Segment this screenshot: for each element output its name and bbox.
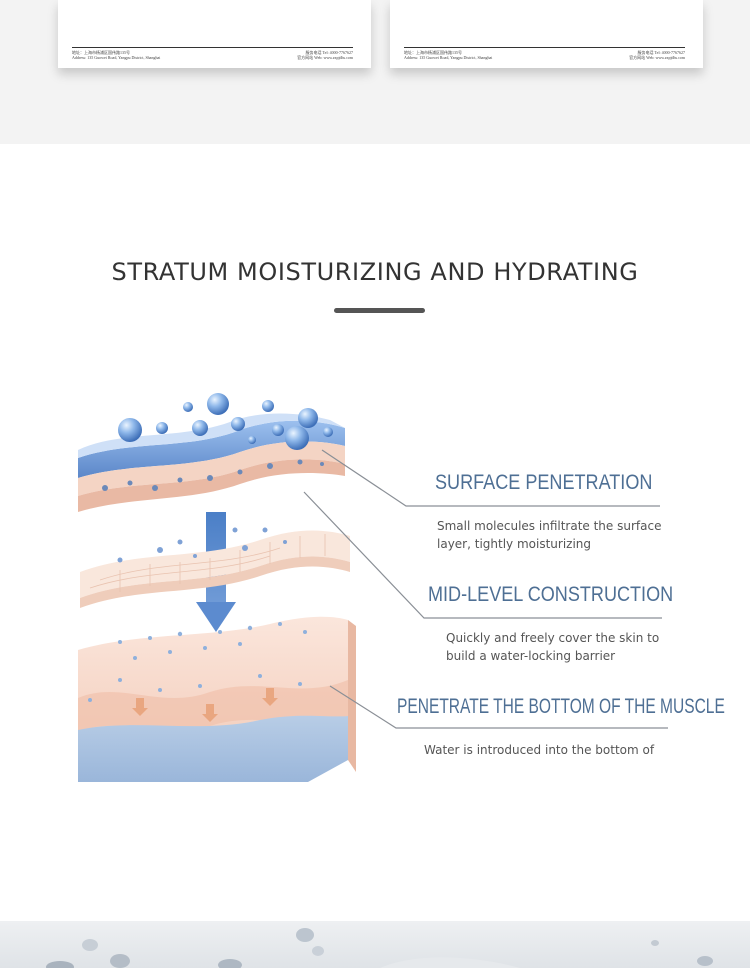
footer-address-en: Address: 135 Guowei Road, Yangpu Distric…	[404, 55, 492, 60]
desc-line: Small molecules infiltrate the surface	[437, 517, 661, 535]
footer-web: 官方网站 Web: www.zzpjdhs.com	[629, 55, 685, 60]
mid-level-construction-desc: Quickly and freely cover the skin to bui…	[446, 629, 659, 665]
mid-level-construction-title: MID-LEVEL CONSTRUCTION	[428, 583, 673, 607]
document-preview-right: 地址：上海市杨浦区国伟路135号 Address: 135 Guowei Roa…	[390, 0, 703, 68]
document-footer-contact: 服务电话 Tel: 4000-7767627 官方网站 Web: www.zzp…	[297, 50, 353, 60]
section-title: STRATUM MOISTURIZING AND HYDRATING	[0, 258, 750, 286]
penetrate-bottom-desc: Water is introduced into the bottom of	[424, 741, 654, 759]
document-footer-address: 地址：上海市杨浦区国伟路135号 Address: 135 Guowei Roa…	[404, 50, 492, 60]
surface-penetration-title: SURFACE PENETRATION	[435, 471, 652, 495]
document-preview-left: 地址：上海市杨浦区国伟路135号 Address: 135 Guowei Roa…	[58, 0, 371, 68]
footer-address-en: Address: 135 Guowei Road, Yangpu Distric…	[72, 55, 160, 60]
deep-layer-block	[78, 617, 356, 782]
penetrate-bottom-title: PENETRATE THE BOTTOM OF THE MUSCLE	[397, 695, 725, 719]
footer-web: 官方网站 Web: www.zzpjdhs.com	[297, 55, 353, 60]
title-underline	[334, 308, 425, 313]
document-footer-rule	[72, 47, 353, 48]
document-footer-address: 地址：上海市杨浦区国伟路135号 Address: 135 Guowei Roa…	[72, 50, 160, 60]
surface-layer	[78, 414, 345, 513]
document-footer-contact: 服务电话 Tel: 4000-7767627 官方网站 Web: www.zzp…	[629, 50, 685, 60]
water-splash-banner	[0, 921, 750, 968]
desc-line: build a water-locking barrier	[446, 647, 659, 665]
desc-line: layer, tightly moisturizing	[437, 535, 661, 553]
desc-line: Quickly and freely cover the skin to	[446, 629, 659, 647]
document-preview-band: 地址：上海市杨浦区国伟路135号 Address: 135 Guowei Roa…	[0, 0, 750, 144]
desc-line: Water is introduced into the bottom of	[424, 741, 654, 759]
water-splash-image	[0, 921, 750, 968]
surface-penetration-desc: Small molecules infiltrate the surface l…	[437, 517, 661, 553]
document-footer-rule	[404, 47, 685, 48]
